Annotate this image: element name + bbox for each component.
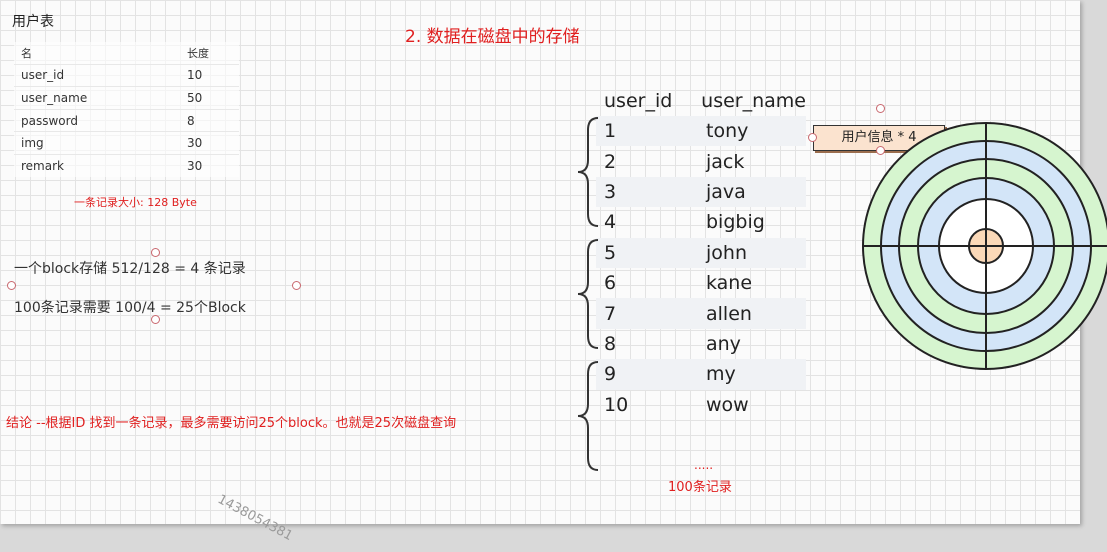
- table-row: 9 my: [596, 359, 806, 390]
- spec-field-name: remark: [21, 158, 64, 173]
- records-header: user_id user_name: [596, 86, 806, 116]
- record-name: kane: [706, 272, 753, 295]
- record-name: java: [706, 180, 746, 203]
- records-table: user_id user_name 1 tony 2 jack 3 java 4 big…: [596, 86, 806, 420]
- table-row: 1 tony: [596, 116, 806, 147]
- spec-field-name: user_name: [21, 90, 88, 105]
- table-row: 5 john: [596, 237, 806, 268]
- table-row: 4 bigbig: [596, 207, 806, 237]
- brace-block-2: [577, 239, 599, 349]
- spec-field-length: 8: [187, 113, 195, 128]
- record-name: wow: [706, 393, 749, 416]
- spec-row: user_name 50: [14, 86, 239, 109]
- record-count-label: 100条记录: [668, 480, 732, 495]
- records-col-name: user_name: [701, 90, 806, 112]
- brace-block-1: [577, 117, 599, 227]
- records-body: 1 tony 2 jack 3 java 4 bigbig 5 john 6 kane 7 a…: [596, 116, 806, 420]
- spec-table-header: 名 长度: [14, 42, 239, 64]
- disk-platter-icon: [862, 122, 1107, 370]
- records-col-id: user_id: [604, 90, 673, 112]
- record-id: 10: [604, 393, 629, 416]
- record-name: bigbig: [706, 211, 765, 234]
- resize-handle[interactable]: [292, 281, 301, 290]
- record-id: 5: [604, 241, 617, 264]
- spec-field-name: img: [21, 136, 44, 151]
- resize-handle[interactable]: [876, 146, 885, 155]
- brace-block-3: [577, 361, 599, 471]
- spec-row: img 30: [14, 131, 239, 154]
- resize-handle[interactable]: [151, 248, 160, 257]
- calc-line-1[interactable]: 一个block存储 512/128 = 4 条记录: [14, 261, 246, 277]
- record-name: john: [706, 241, 747, 264]
- spec-field-name: password: [21, 113, 78, 128]
- record-size-note: 一条记录大小: 128 Byte: [74, 196, 197, 209]
- spec-field-length: 10: [187, 68, 203, 83]
- spec-field-length: 50: [187, 90, 203, 105]
- record-id: 3: [604, 180, 617, 203]
- table-row: 10 wow: [596, 390, 806, 420]
- rotate-handle[interactable]: [876, 104, 885, 113]
- resize-handle[interactable]: [7, 281, 16, 290]
- record-id: 8: [604, 332, 617, 355]
- conclusion-text: 结论 --根据ID 找到一条记录，最多需要访问25个block。也就是25次磁盘…: [6, 416, 457, 431]
- record-name: tony: [706, 120, 749, 143]
- spec-row: password 8: [14, 108, 239, 132]
- record-id: 9: [604, 363, 617, 386]
- record-id: 7: [604, 302, 617, 325]
- record-name: my: [706, 363, 736, 386]
- spec-col-name: 名: [21, 46, 32, 60]
- record-id: 2: [604, 150, 617, 173]
- drawing-canvas[interactable]: 用户表 名 长度 user_id 10 user_name 50 passwor…: [0, 0, 1107, 524]
- spec-table: 名 长度 user_id 10 user_name 50 password 8 …: [14, 42, 239, 177]
- spec-row: remark 30: [14, 153, 239, 177]
- main-title: 2. 数据在磁盘中的存储: [405, 27, 580, 47]
- spec-table-title: 用户表: [12, 14, 54, 30]
- record-name: any: [706, 332, 741, 355]
- spec-field-length: 30: [187, 136, 203, 151]
- record-id: 4: [604, 211, 617, 234]
- record-name: allen: [706, 302, 752, 325]
- record-name: jack: [706, 150, 745, 173]
- table-row: 7 allen: [596, 298, 806, 329]
- record-id: 6: [604, 272, 617, 295]
- table-row: 8 any: [596, 329, 806, 359]
- table-row: 6 kane: [596, 268, 806, 298]
- table-row: 2 jack: [596, 146, 806, 176]
- calc-line-2[interactable]: 100条记录需要 100/4 = 25个Block: [14, 300, 246, 316]
- spec-field-length: 30: [187, 158, 203, 173]
- spec-row: user_id 10: [14, 63, 239, 87]
- block-braces: [577, 117, 599, 471]
- record-id: 1: [604, 120, 617, 143]
- spec-field-name: user_id: [21, 68, 65, 83]
- resize-handle[interactable]: [151, 315, 160, 324]
- resize-handle[interactable]: [808, 133, 817, 142]
- ellipsis: .....: [694, 458, 714, 472]
- spec-col-length: 长度: [187, 46, 209, 60]
- table-row: 3 java: [596, 176, 806, 208]
